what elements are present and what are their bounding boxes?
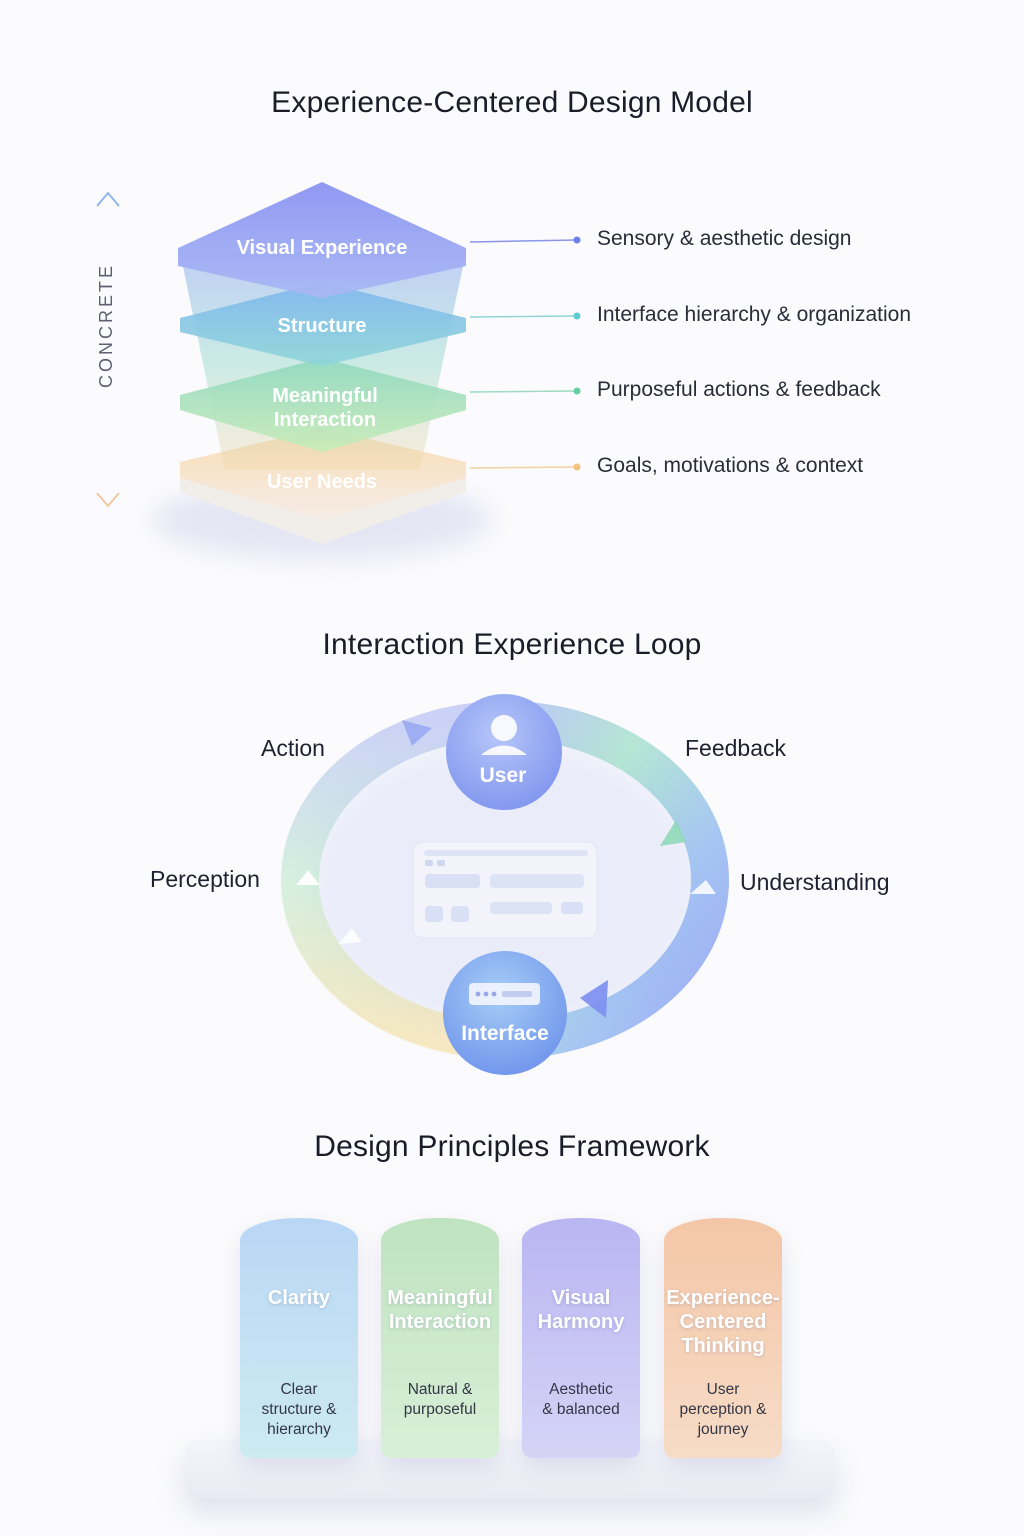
pillar-description-line: hierarchy <box>240 1420 358 1440</box>
layer-desc-user-needs: Goals, motivations & context <box>597 454 863 478</box>
pillar-description-line: User <box>664 1380 782 1400</box>
pillar-description-line: journey <box>664 1420 782 1440</box>
stage-action: Action <box>261 735 325 762</box>
pillar-title-line: Interaction <box>381 1310 499 1334</box>
interface-node <box>443 951 567 1075</box>
pillar-description-line: Clear <box>240 1380 358 1400</box>
pillar-title-line: Clarity <box>240 1286 358 1310</box>
layer-label-visual-experience: Visual Experience <box>237 237 408 259</box>
layer-desc-visual: Sensory & aesthetic design <box>597 227 851 251</box>
pillar-description: Aesthetic& balanced <box>522 1380 640 1420</box>
layer-label-user-needs: User Needs <box>267 471 377 493</box>
layer-label-structure: Structure <box>278 315 367 337</box>
interface-card-icon <box>469 983 540 1005</box>
connector-dot-structure <box>574 313 581 320</box>
pillar-description-line: structure & <box>240 1400 358 1420</box>
pillar-description: Natural &purposeful <box>381 1380 499 1420</box>
pillar-description-line: & balanced <box>522 1400 640 1420</box>
pillar-description-line: purposeful <box>381 1400 499 1420</box>
pillar-title-line: Experience- <box>664 1286 782 1310</box>
stage-understanding: Understanding <box>740 869 890 896</box>
stage-perception: Perception <box>150 866 260 893</box>
interaction-loop: User Interface <box>0 680 1024 1140</box>
stage-feedback: Feedback <box>685 735 786 762</box>
connector-dot-visual <box>574 237 581 244</box>
loop-title: Interaction Experience Loop <box>0 628 1024 662</box>
pillar-title: Clarity <box>240 1286 358 1310</box>
pillar-description-line: Aesthetic <box>522 1380 640 1400</box>
pillar-title-line: Meaningful <box>381 1286 499 1310</box>
pillar-title-line: Thinking <box>664 1334 782 1358</box>
connector-dot-user-needs <box>574 464 581 471</box>
layer-desc-structure: Interface hierarchy & organization <box>597 303 911 327</box>
pillar-title-line: Centered <box>664 1310 782 1334</box>
layer-desc-interaction: Purposeful actions & feedback <box>597 378 881 402</box>
pillar-title-line: Harmony <box>522 1310 640 1334</box>
interface-node-label: Interface <box>461 1022 549 1045</box>
pillar-description-line: Natural & <box>381 1380 499 1400</box>
pillar-title-line: Visual <box>522 1286 640 1310</box>
principles-title: Design Principles Framework <box>0 1130 1024 1164</box>
pillar-description-line: perception & <box>664 1400 782 1420</box>
screen-mockup-icon <box>413 842 597 938</box>
connector-dot-interaction <box>574 388 581 395</box>
user-node-label: User <box>480 764 527 787</box>
